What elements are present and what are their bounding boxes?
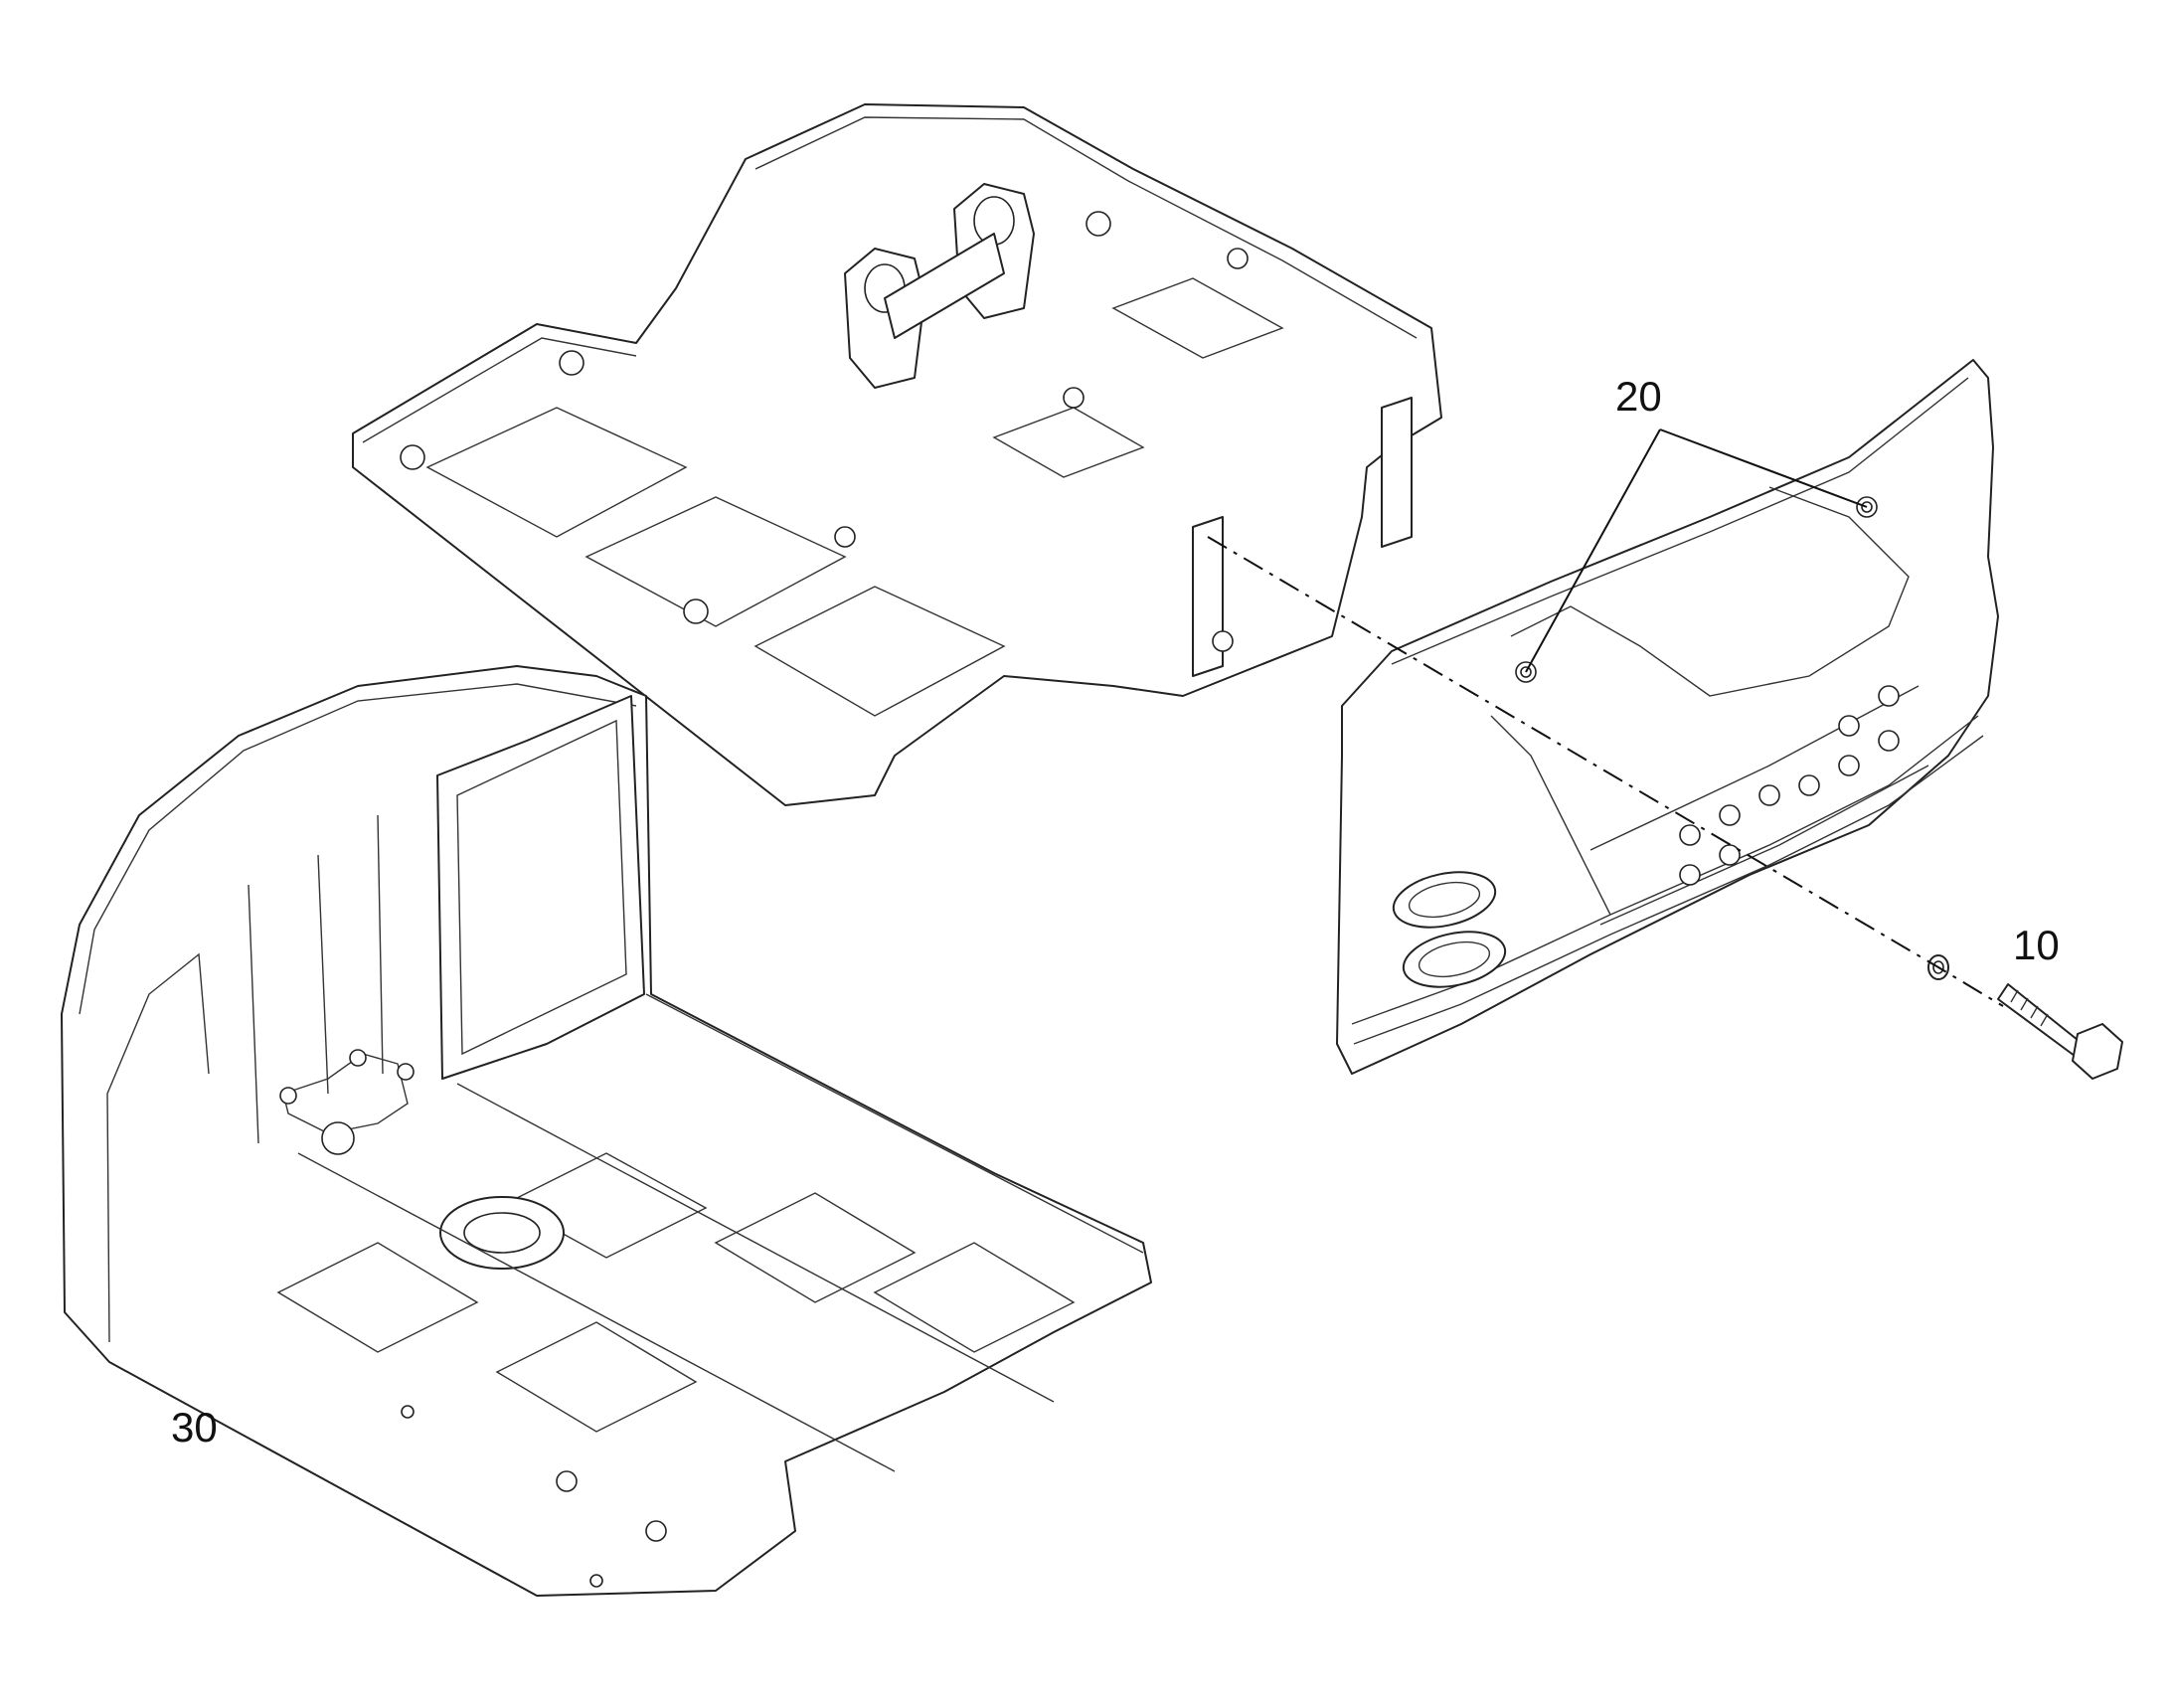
callout-20: 20: [1615, 373, 1662, 420]
lower-frame-part: [61, 665, 1152, 1597]
bolt-part: [1927, 954, 2123, 1080]
leader-20-left: [1525, 428, 1661, 673]
counterweight-part: [1336, 359, 1999, 1075]
callout-30: 30: [171, 1404, 218, 1451]
assembly-axis-line: [1207, 536, 2004, 1007]
leader-20-right: [1659, 428, 1868, 508]
upper-frame-assembly: [352, 103, 1442, 806]
callout-10: 10: [2013, 922, 2060, 968]
leader-lines: [1207, 428, 2004, 1007]
